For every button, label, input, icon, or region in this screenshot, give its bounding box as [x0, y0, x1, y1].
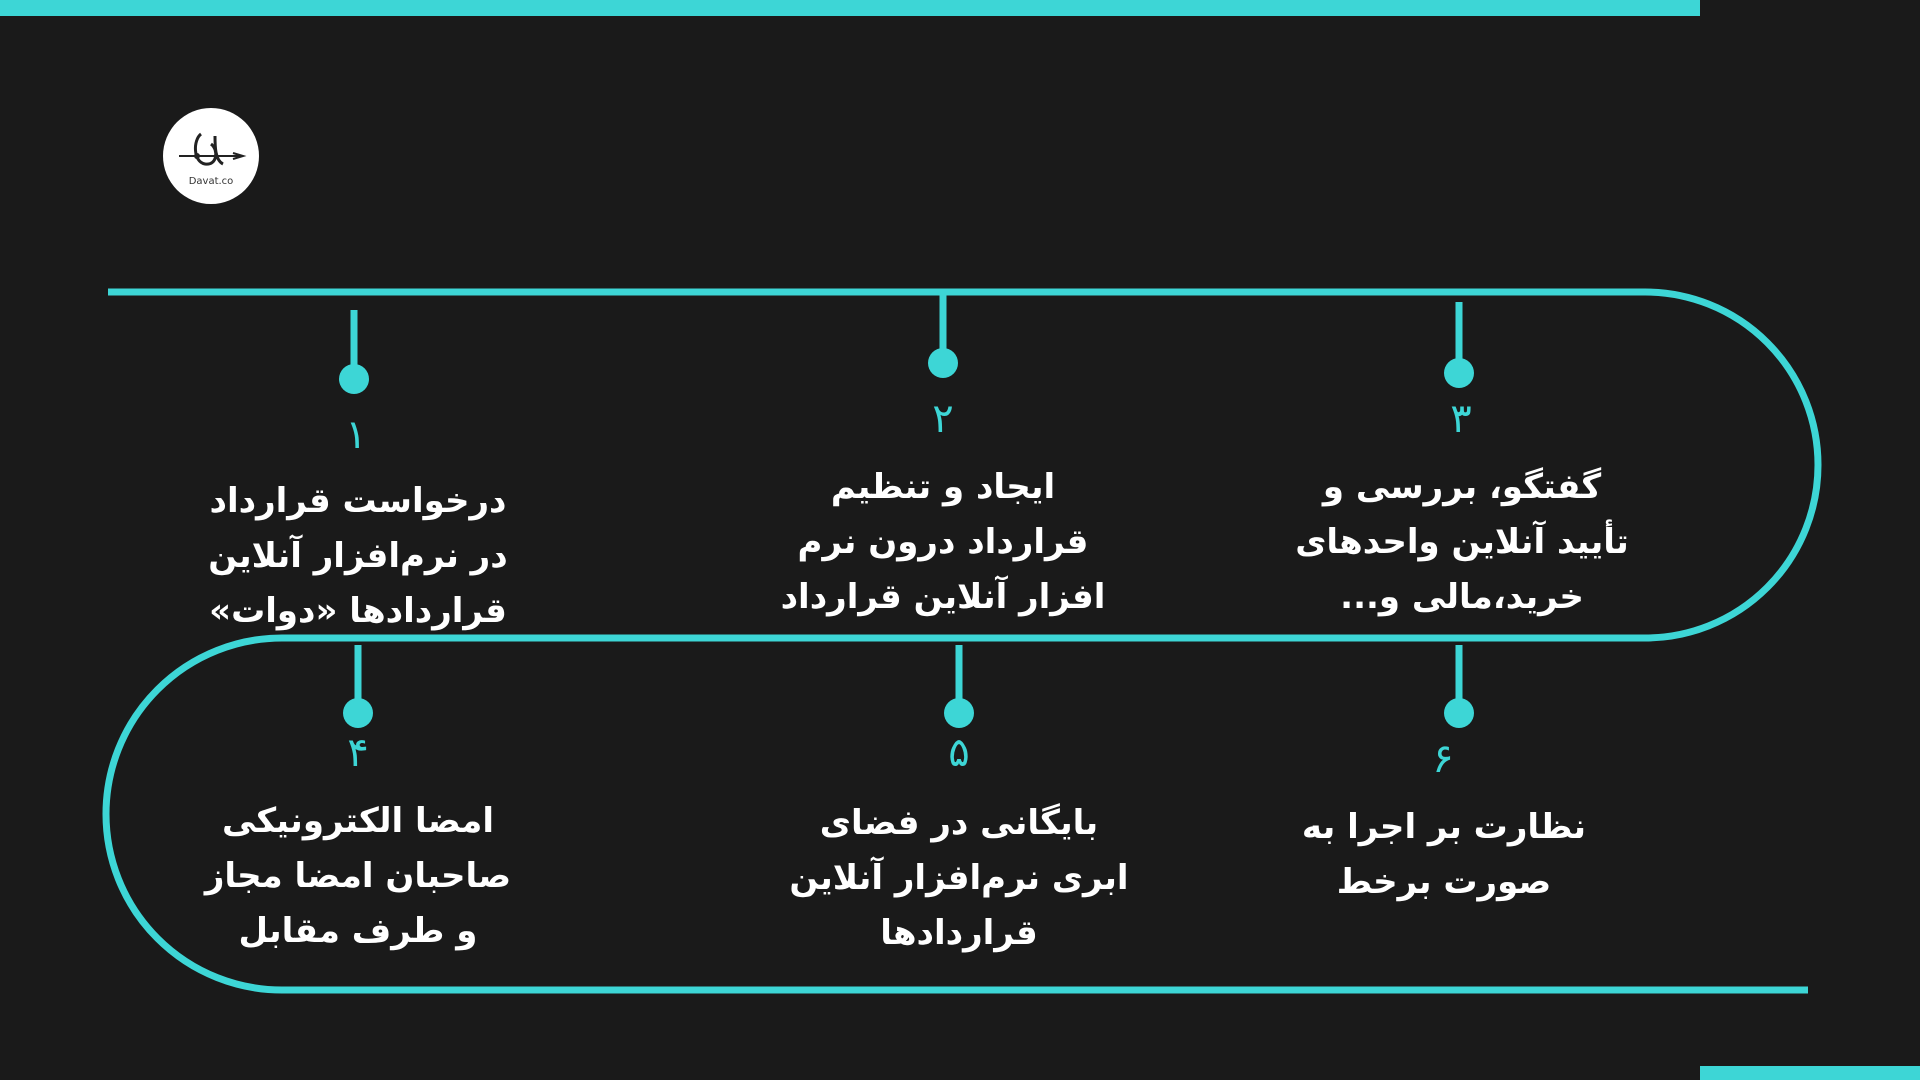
dot-4	[343, 698, 373, 728]
davat-logo: Davat.co	[163, 108, 259, 204]
step-5-text: بایگانی در فضای ابری نرم‌افزار آنلاین قر…	[789, 803, 1129, 953]
step-6-text: نظارت بر اجرا به صورت برخط	[1301, 807, 1587, 902]
step-4-number: ۴	[347, 730, 369, 776]
dot-3	[1444, 358, 1474, 388]
logo-text: Davat.co	[188, 175, 234, 187]
calligraphy-logo-icon	[179, 132, 247, 166]
step-2-number: ۲	[932, 396, 954, 442]
track-top-path	[102, 288, 1822, 994]
step-5-number: ۵	[948, 730, 970, 776]
bottom-accent-bar	[1700, 1066, 1920, 1080]
step-3-number: ۳	[1450, 396, 1472, 442]
step-2-text: ایجاد و تنظیم قرارداد درون نرم افزار آنل…	[780, 467, 1106, 617]
top-accent-bar	[0, 0, 1700, 16]
step-4-text: امضا الکترونیکی صاحبان امضا مجاز و طرف م…	[204, 801, 512, 951]
step-6-number: ۶	[1432, 736, 1454, 782]
step-3-text: گفتگو، بررسی و تأیید آنلاین واحدهای خرید…	[1295, 467, 1629, 617]
dot-2	[928, 348, 958, 378]
dot-6	[1444, 698, 1474, 728]
step-1-number: ۱	[345, 412, 367, 458]
step-1-text: درخواست قرارداد در نرم‌افزار آنلاین قرار…	[208, 481, 508, 631]
dot-5	[944, 698, 974, 728]
dot-1	[339, 364, 369, 394]
